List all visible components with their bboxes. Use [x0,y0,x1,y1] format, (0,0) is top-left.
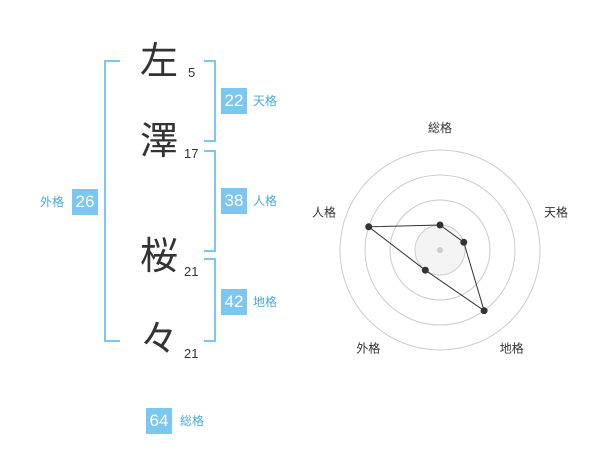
chikaku-value: 42 [221,289,247,315]
tenkaku-bracket [204,60,216,142]
name-char-2: 澤 [140,119,179,163]
jinkaku-label: 人格 [253,194,278,208]
chikaku-bracket [204,258,216,342]
radar-axis-label: 人格 [312,204,336,219]
radar-point-2 [460,238,468,246]
soukaku-value: 64 [146,408,172,434]
name-char-3: 桜 [140,234,179,278]
gaikaku-label: 外格 [40,195,65,209]
radar-point-4 [421,266,429,274]
stroke-count-1: 5 [188,65,196,80]
gaikaku-value: 26 [72,189,98,215]
radar-axis-label: 総格 [428,120,452,135]
soukaku-label: 総格 [180,414,205,428]
radar-axis-label: 天格 [544,204,568,219]
radar-ring-2 [389,199,491,301]
stroke-count-2: 17 [184,146,199,161]
chikaku-label: 地格 [253,295,278,309]
stroke-count-4: 21 [184,346,199,361]
radar-ring-4 [339,149,541,351]
radar-ring-3 [364,174,516,326]
radar-axis-label: 地格 [500,341,524,356]
tenkaku-value: 22 [221,88,247,114]
jinkaku-value: 38 [221,188,247,214]
stroke-count-3: 21 [184,264,199,279]
radar-point-1 [436,221,444,229]
name-char-4: 々 [140,317,179,361]
radar-center [437,247,443,253]
tenkaku-label: 天格 [253,94,278,108]
name-char-1: 左 [140,39,179,83]
radar-point-3 [480,307,488,315]
radar-polygon [367,224,485,312]
gaikaku-bracket [104,60,120,342]
jinkaku-bracket [204,150,216,252]
radar-axis-label: 外格 [356,341,380,356]
radar-point-5 [365,223,373,231]
